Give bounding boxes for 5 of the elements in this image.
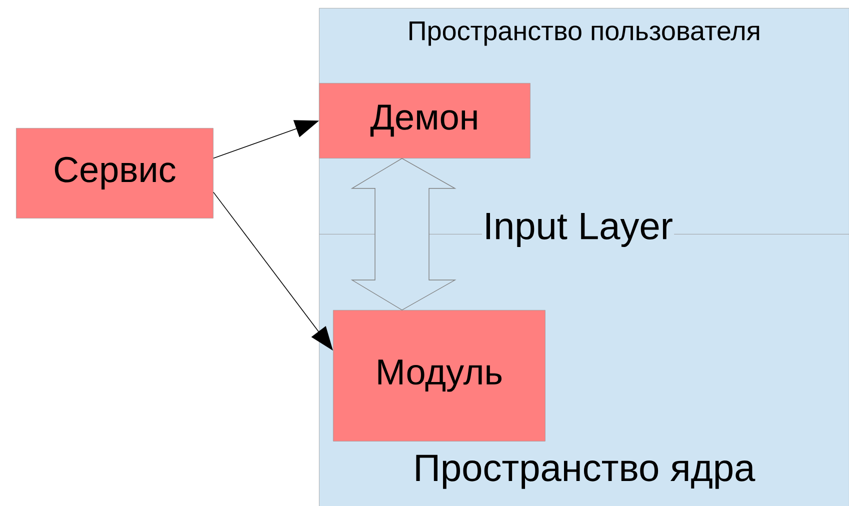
process-box: Сервис [16, 128, 214, 218]
node-label: Пространство ядра [416, 454, 756, 489]
process-box: Демон [319, 83, 530, 158]
layer-label: Input Layer [482, 212, 674, 248]
process-box: Модуль [333, 310, 546, 442]
